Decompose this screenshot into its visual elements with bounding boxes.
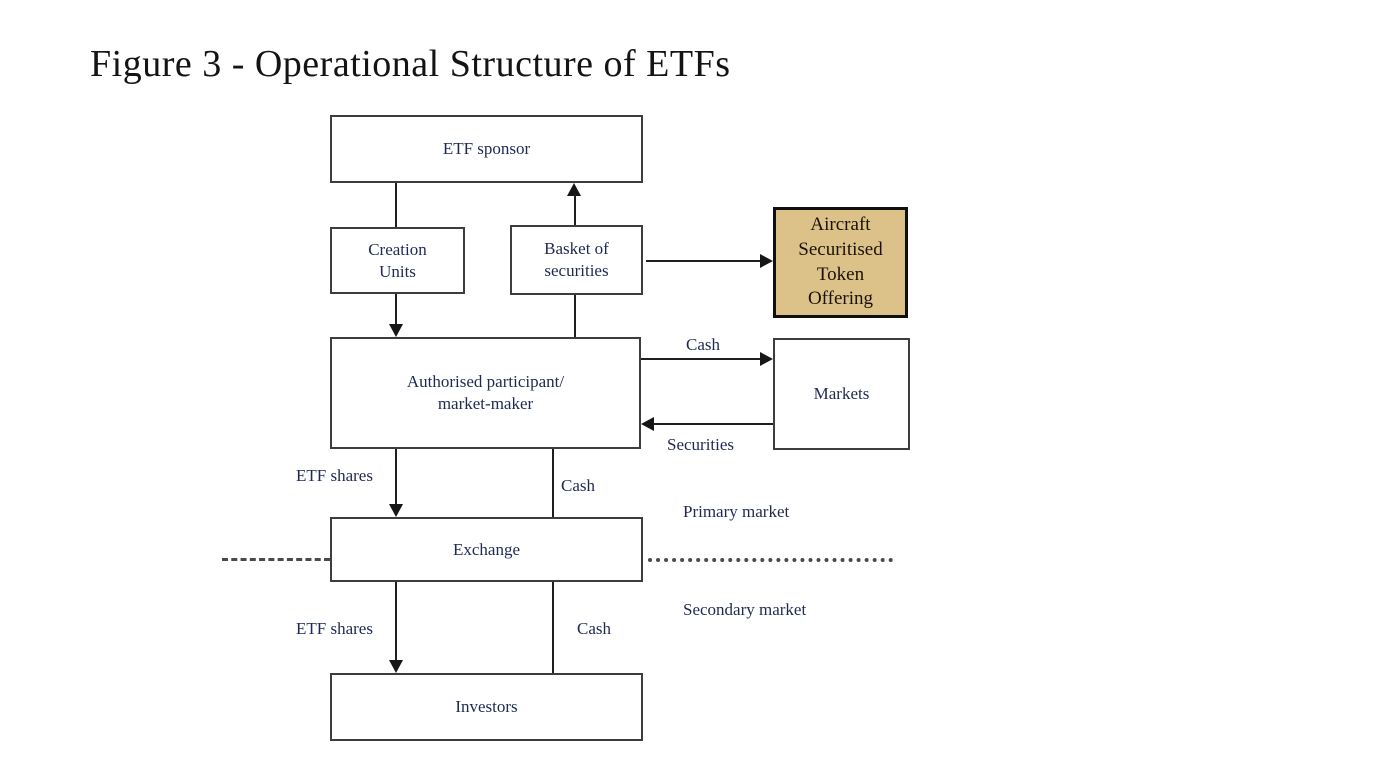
exchange-label: Exchange bbox=[452, 539, 521, 559]
arrowhead-up-icon bbox=[567, 183, 581, 196]
markets-box: Markets bbox=[773, 338, 910, 450]
basket-of-securities-box: Basket of securities bbox=[510, 225, 643, 295]
arrowhead-down-icon bbox=[389, 504, 403, 517]
connector-exchange-to-investors bbox=[395, 582, 397, 661]
figure-title: Figure 3 - Operational Structure of ETFs bbox=[90, 43, 731, 85]
connector-participant-to-markets-cash bbox=[641, 358, 761, 360]
connector-basket-to-sponsor bbox=[574, 194, 576, 225]
market-divider-left bbox=[222, 558, 330, 561]
etf-sponsor-label: ETF sponsor bbox=[442, 139, 531, 159]
asto-label-line3: Token bbox=[816, 263, 865, 285]
connector-sponsor-to-creation-units bbox=[395, 183, 397, 227]
basket-of-securities-label-line2: securities bbox=[544, 261, 609, 280]
authorised-participant-label-line1: Authorised participant/ bbox=[406, 372, 565, 392]
creation-units-box: Creation Units bbox=[330, 227, 465, 294]
creation-units-label-line2: Units bbox=[379, 261, 416, 281]
secondary-market-label: Secondary market bbox=[683, 600, 807, 619]
investors-box: Investors bbox=[330, 673, 643, 741]
connector-creation-units-to-participant bbox=[395, 294, 397, 325]
connector-basket-to-asto bbox=[646, 260, 761, 262]
arrowhead-left-icon bbox=[641, 417, 654, 431]
asto-label-line4: Offering bbox=[807, 288, 874, 310]
asto-label-line2: Securitised bbox=[798, 238, 883, 260]
markets-label: Markets bbox=[813, 384, 870, 404]
securities-label: Securities bbox=[667, 435, 735, 454]
asto-label-line1: Aircraft bbox=[810, 214, 871, 236]
primary-market-label: Primary market bbox=[683, 502, 790, 521]
connector-investors-to-exchange-cash bbox=[552, 582, 554, 673]
authorised-participant-label-line2: market-maker bbox=[437, 394, 534, 413]
etf-shares-secondary-label: ETF shares bbox=[296, 619, 373, 638]
cash-primary-label: Cash bbox=[686, 335, 720, 354]
authorised-participant-box: Authorised participant/ market-maker bbox=[330, 337, 641, 449]
cash-exchange-label: Cash bbox=[561, 476, 595, 495]
connector-exchange-to-participant-cash bbox=[552, 449, 554, 517]
connector-basket-to-participant bbox=[574, 295, 576, 337]
connector-participant-to-exchange bbox=[395, 449, 397, 505]
exchange-box: Exchange bbox=[330, 517, 643, 582]
etf-shares-primary-label: ETF shares bbox=[296, 466, 373, 485]
creation-units-label-line1: Creation bbox=[368, 239, 427, 259]
arrowhead-right-icon bbox=[760, 352, 773, 366]
cash-secondary-label: Cash bbox=[577, 619, 611, 638]
arrowhead-down-icon bbox=[389, 324, 403, 337]
basket-of-securities-label-line1: Basket of bbox=[544, 239, 609, 259]
arrowhead-right-icon bbox=[760, 254, 773, 268]
arrowhead-down-icon bbox=[389, 660, 403, 673]
market-divider-right bbox=[648, 558, 893, 562]
connector-markets-to-participant-securities bbox=[653, 423, 773, 425]
etf-sponsor-box: ETF sponsor bbox=[330, 115, 643, 183]
aircraft-securitised-token-offering-box: Aircraft Securitised Token Offering bbox=[773, 207, 908, 318]
investors-label: Investors bbox=[455, 697, 518, 717]
